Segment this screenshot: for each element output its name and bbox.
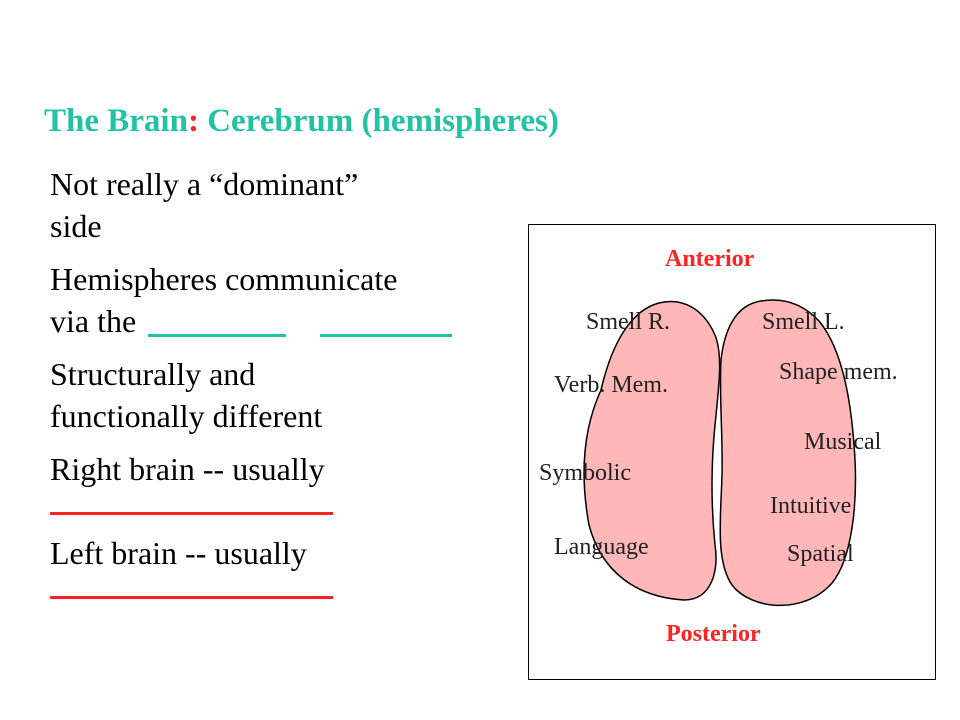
label-smell-l: Smell L.: [762, 309, 845, 335]
bullet-text: side: [50, 208, 102, 244]
title-part-1: The Brain: [44, 103, 188, 139]
label-spatial: Spatial: [787, 541, 854, 567]
bullet-right-brain: Right brain -- usually: [50, 448, 490, 490]
brain-hemispheres-graphic: [583, 299, 857, 607]
label-musical: Musical: [804, 429, 882, 455]
bullet-left-brain: Left brain -- usually: [50, 532, 490, 574]
brain-diagram: Anterior Posterior Smell R. Verb. Mem. S…: [528, 224, 936, 680]
slide-title: The Brain: Cerebrum (hemispheres): [44, 103, 559, 140]
fill-in-blank-right-brain: [50, 490, 333, 515]
bullet-communicate: Hemispheres communicate via the: [50, 258, 490, 342]
label-verbal-memory: Verb. Mem.: [554, 372, 668, 398]
fill-in-blank-1: [148, 300, 287, 337]
bullet-structurally-different: Structurally and functionally different: [50, 353, 490, 437]
right-hemisphere-shape: [719, 299, 857, 607]
fill-in-blank-left-brain: [50, 574, 333, 599]
posterior-label: Posterior: [666, 621, 761, 647]
bullet-text: functionally different: [50, 398, 323, 434]
label-symbolic: Symbolic: [539, 460, 632, 486]
anterior-label: Anterior: [665, 246, 755, 272]
bullet-text: via the: [50, 303, 137, 339]
bullet-text: Structurally and: [50, 356, 256, 392]
label-shape-memory: Shape mem.: [779, 359, 898, 385]
label-language: Language: [554, 534, 649, 560]
bullet-dominant-side: Not really a “dominant” side: [50, 163, 490, 247]
title-part-2: Cerebrum (hemispheres): [207, 103, 559, 139]
bullet-text: Hemispheres communicate: [50, 261, 398, 297]
bullet-text: Not really a “dominant”: [50, 166, 359, 202]
label-intuitive: Intuitive: [770, 493, 852, 519]
bullet-list: Not really a “dominant” side Hemispheres…: [50, 163, 490, 599]
title-colon: :: [187, 103, 199, 139]
left-hemisphere-shape: [583, 300, 721, 601]
fill-in-blank-2: [320, 300, 453, 337]
label-smell-r: Smell R.: [586, 309, 671, 335]
bullet-text: Right brain -- usually: [50, 451, 325, 487]
bullet-text: Left brain -- usually: [50, 535, 307, 571]
